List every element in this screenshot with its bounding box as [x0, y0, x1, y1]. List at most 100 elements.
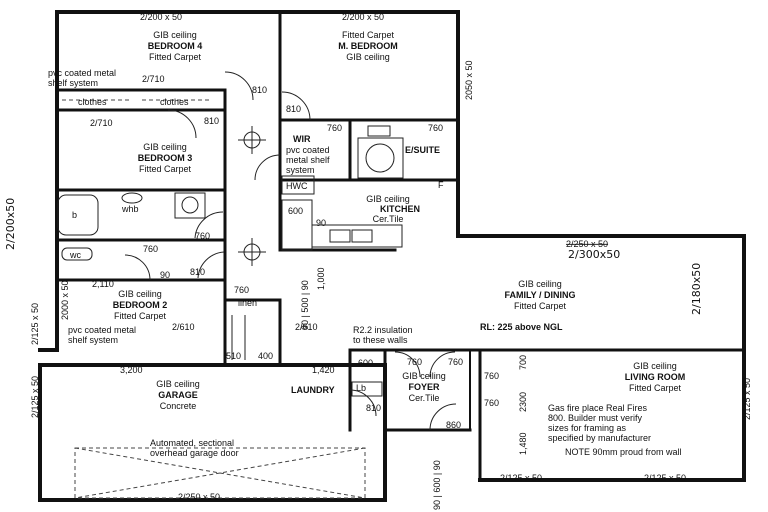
- garage-ceiling: GIB ceiling: [156, 379, 200, 389]
- gas-note-5: NOTE 90mm proud from wall: [565, 447, 682, 457]
- laundry-name: LAUNDRY: [291, 385, 335, 395]
- wir-note1: pvc coated: [286, 145, 330, 155]
- living-name: LIVING ROOM: [625, 372, 686, 382]
- walls: [38, 10, 746, 502]
- clothes-label-2: clothes: [160, 97, 189, 107]
- shelf-b4-line2: shelf system: [48, 78, 98, 88]
- f-label: F: [438, 180, 444, 190]
- dim-90-500-90: 90 | 500 | 90: [300, 280, 310, 330]
- dim-2610b: 2/610: [295, 322, 318, 332]
- dim-left-2125b: 2/125 x 50: [30, 303, 40, 345]
- wir-name: WIR: [293, 134, 311, 144]
- dim-3200: 3,200: [120, 365, 143, 375]
- dim-760g: 760: [448, 357, 463, 367]
- dim-90a: 90: [316, 218, 326, 228]
- dim-760i: 760: [484, 398, 499, 408]
- wc-label: wc: [69, 250, 81, 260]
- garage-floor: Concrete: [160, 401, 197, 411]
- dim-400: 400: [258, 351, 273, 361]
- living-ceiling: GIB ceiling: [633, 361, 677, 371]
- shelf-b4-line1: pvc coated metal: [48, 68, 116, 78]
- gas-note-2: 800. Builder must verify: [548, 413, 643, 423]
- garage-door-line1: Automated, sectional: [150, 438, 234, 448]
- dim-90b: 90: [160, 270, 170, 280]
- doors: [124, 71, 457, 431]
- wir-note2: metal shelf: [286, 155, 330, 165]
- dim-bottom-right: 2/125 x 50: [644, 473, 686, 483]
- whb-label: whb: [121, 204, 139, 214]
- dim-1420: 1,420: [312, 365, 335, 375]
- dim-760f: 760: [407, 357, 422, 367]
- dim-90-600-90: 90 | 600 | 90: [432, 460, 442, 510]
- dim-810e: 810: [366, 403, 381, 413]
- wir-note3: system: [286, 165, 315, 175]
- dim-2050: 2050 x 50: [464, 60, 474, 100]
- shelf-b2-line2: shelf system: [68, 335, 118, 345]
- dim-2710b: 2/710: [90, 118, 113, 128]
- bedroom4-name: BEDROOM 4: [148, 41, 203, 51]
- clothes-label-1: clothes: [78, 97, 107, 107]
- shelf-b2-line1: pvc coated metal: [68, 325, 136, 335]
- dim-left-2125a: 2/125 x 50: [30, 376, 40, 418]
- fixtures: [57, 99, 404, 499]
- family-ceiling: GIB ceiling: [518, 279, 562, 289]
- dim-700: 700: [518, 355, 528, 370]
- kitchen-ceiling: GIB ceiling: [366, 194, 410, 204]
- dim-2125-right: 2/125 x 50: [742, 378, 752, 420]
- dim-2300: 2300: [518, 392, 528, 412]
- living-floor: Fitted Carpet: [629, 383, 682, 393]
- dim-810a: 810: [252, 85, 267, 95]
- family-name: FAMILY / DINING: [504, 290, 575, 300]
- linen-label: linen: [238, 298, 257, 308]
- dim-760d: 760: [143, 244, 158, 254]
- family-floor: Fitted Carpet: [514, 301, 567, 311]
- dim-600b: 600: [358, 358, 373, 368]
- bedroom2-floor: Fitted Carpet: [114, 311, 167, 321]
- hwc-label: HWC: [286, 181, 308, 191]
- bedroom3-name: BEDROOM 3: [138, 153, 193, 163]
- dim-760h: 760: [484, 371, 499, 381]
- ensuite-name: E/SUITE: [405, 145, 440, 155]
- gas-note-3: sizes for framing as: [548, 423, 627, 433]
- bedroom2-name: BEDROOM 2: [113, 300, 168, 310]
- dim-760c: 760: [195, 231, 210, 241]
- master-ceiling: GIB ceiling: [346, 52, 390, 62]
- dim-2610a: 2/610: [172, 322, 195, 332]
- gas-note-1: Gas fire place Real Fires: [548, 403, 648, 413]
- bedroom2-ceiling: GIB ceiling: [118, 289, 162, 299]
- dim-1000: 1,000: [316, 267, 326, 290]
- dim-2710a: 2/710: [142, 74, 165, 84]
- kitchen-floor: Cer.Tile: [373, 214, 404, 224]
- dim-left-main: 2/200x50: [4, 198, 17, 250]
- dim-2110: 2,110: [92, 279, 114, 289]
- foyer-name: FOYER: [408, 382, 440, 392]
- dim-fam-window: 2/300x50: [568, 248, 620, 261]
- dim-760e: 760: [234, 285, 249, 295]
- bedroom3-floor: Fitted Carpet: [139, 164, 192, 174]
- foyer-ceiling: GIB ceiling: [402, 371, 446, 381]
- bath-label: b: [72, 210, 77, 220]
- dim-810d: 810: [190, 267, 205, 277]
- dim-1480: 1,480: [518, 432, 528, 455]
- dim-top-mb: 2/200 x 50: [342, 12, 384, 22]
- insulation-line2: to these walls: [353, 335, 408, 345]
- master-floor: Fitted Carpet: [342, 30, 395, 40]
- dim-right-window: 2/180x50: [690, 263, 703, 315]
- insulation-line1: R2.2 insulation: [353, 325, 413, 335]
- dim-510: 510: [226, 351, 241, 361]
- dim-fam-window-old: 2/250 x 50: [566, 239, 608, 249]
- dim-top-b4: 2/200 x 50: [140, 12, 182, 22]
- garage-door-line2: overhead garage door: [150, 448, 239, 458]
- bedroom4-ceiling: GIB ceiling: [153, 30, 197, 40]
- lb-label: Lb: [356, 383, 366, 393]
- dim-bottom-left: 2/125 x 50: [500, 473, 542, 483]
- garage-name: GARAGE: [158, 390, 198, 400]
- notes: pvc coated metal shelf system clothes cl…: [48, 68, 682, 458]
- dim-760b: 760: [428, 123, 443, 133]
- rl-note: RL: 225 above NGL: [480, 322, 563, 332]
- dim-760a: 760: [327, 123, 342, 133]
- dim-810b: 810: [204, 116, 219, 126]
- foyer-floor: Cer.Tile: [409, 393, 440, 403]
- kitchen-name: KITCHEN: [380, 204, 420, 214]
